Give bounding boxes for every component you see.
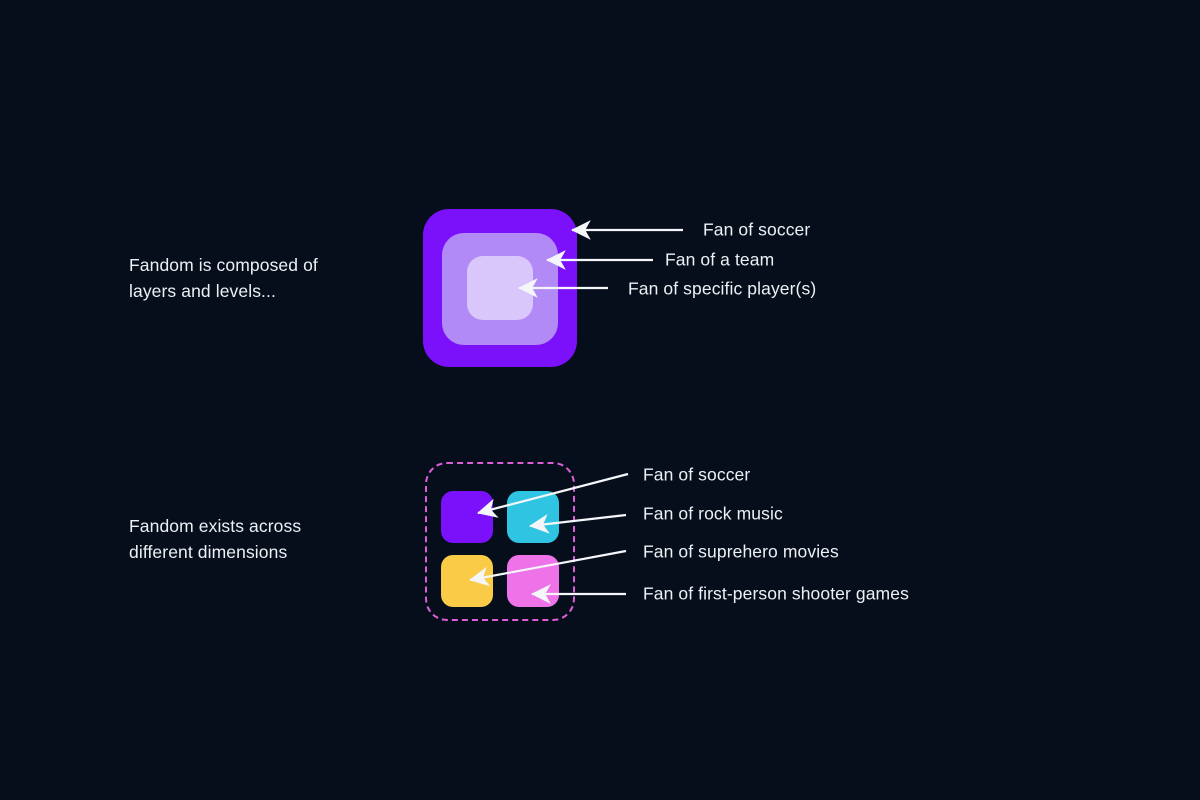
- dimensions-dashed-container: [425, 462, 575, 621]
- label-fan-of-a-team: Fan of a team: [665, 249, 775, 270]
- cell-fan-of-superhero: [441, 555, 493, 607]
- layer-square-inner: [467, 256, 533, 320]
- cell-fan-of-rock-music: [507, 491, 559, 543]
- caption-dimensions-line1: Fandom exists across: [129, 516, 302, 536]
- label-fan-of-soccer-layers: Fan of soccer: [703, 219, 811, 240]
- label-fan-of-rock-music: Fan of rock music: [643, 503, 783, 524]
- caption-layers: Fandom is composed of layers and levels.…: [129, 252, 318, 304]
- label-fan-of-specific-players: Fan of specific player(s): [628, 278, 817, 299]
- cell-fan-of-soccer: [441, 491, 493, 543]
- caption-dimensions: Fandom exists across different dimension…: [129, 513, 301, 565]
- label-fan-of-fps-games: Fan of first-person shooter games: [643, 583, 909, 604]
- cell-fan-of-fps-games: [507, 555, 559, 607]
- caption-layers-line1: Fandom is composed of: [129, 255, 318, 275]
- caption-layers-line2: layers and levels...: [129, 281, 276, 301]
- label-fan-of-soccer-dimensions: Fan of soccer: [643, 464, 751, 485]
- caption-dimensions-line2: different dimensions: [129, 542, 288, 562]
- label-fan-of-superhero-movies: Fan of suprehero movies: [643, 541, 839, 562]
